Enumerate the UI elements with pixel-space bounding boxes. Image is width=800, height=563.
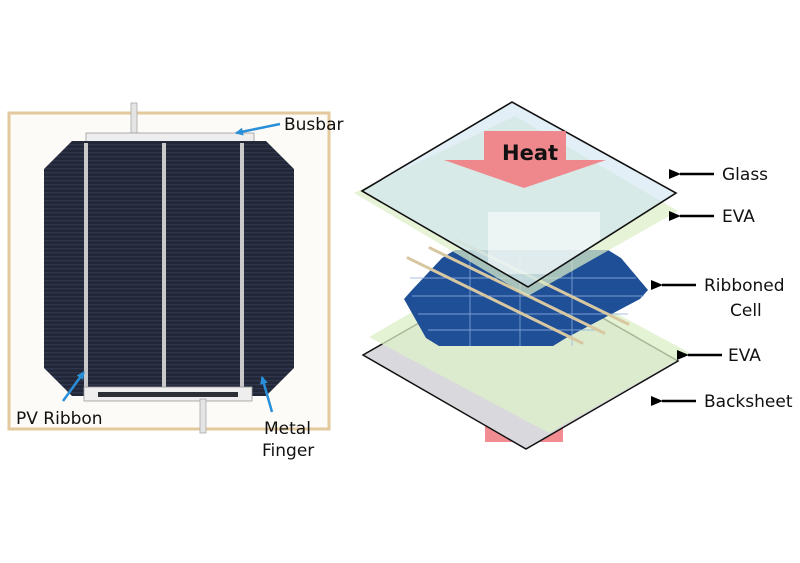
- ribboned-cell-label-line1: Ribboned: [704, 276, 785, 296]
- glass-layer: [360, 101, 678, 288]
- solar-cell-wafer: [44, 141, 294, 396]
- layer-labels: Glass EVA Ribboned Cell EVA Backsheet: [651, 165, 793, 412]
- bottom-busbar-dark-band: [98, 392, 238, 397]
- ribboned-cell-label-line2: Cell: [730, 301, 762, 321]
- module-layer-stack: Heat Glass EVA Ribboned Cell EVA Backshe…: [354, 101, 793, 450]
- top-ribbon-tab: [130, 102, 138, 138]
- bottom-ribbon-tab: [199, 398, 207, 434]
- heat-label: Heat: [502, 141, 558, 165]
- top-heat-arrow: [444, 131, 606, 188]
- metal-finger-label-line1: Metal: [264, 419, 311, 439]
- backsheet-label: Backsheet: [704, 392, 793, 412]
- glass-label: Glass: [722, 165, 768, 185]
- solar-cell-photo: Busbar PV Ribbon Metal Finger: [7, 102, 344, 461]
- busbar-pointer-arrow: [235, 122, 281, 136]
- busbar-label: Busbar: [284, 115, 344, 135]
- pv-ribbon-pointer-arrow: [61, 371, 86, 402]
- top-eva-label: EVA: [722, 207, 755, 227]
- pv-ribbon-label: PV Ribbon: [16, 409, 103, 429]
- metal-finger-pointer-arrow: [260, 376, 274, 413]
- bottom-eva-label: EVA: [728, 346, 761, 366]
- pv-ribbons: [84, 143, 244, 393]
- metal-finger-label-line2: Finger: [262, 441, 314, 461]
- cell-blue-wafer: [404, 250, 648, 346]
